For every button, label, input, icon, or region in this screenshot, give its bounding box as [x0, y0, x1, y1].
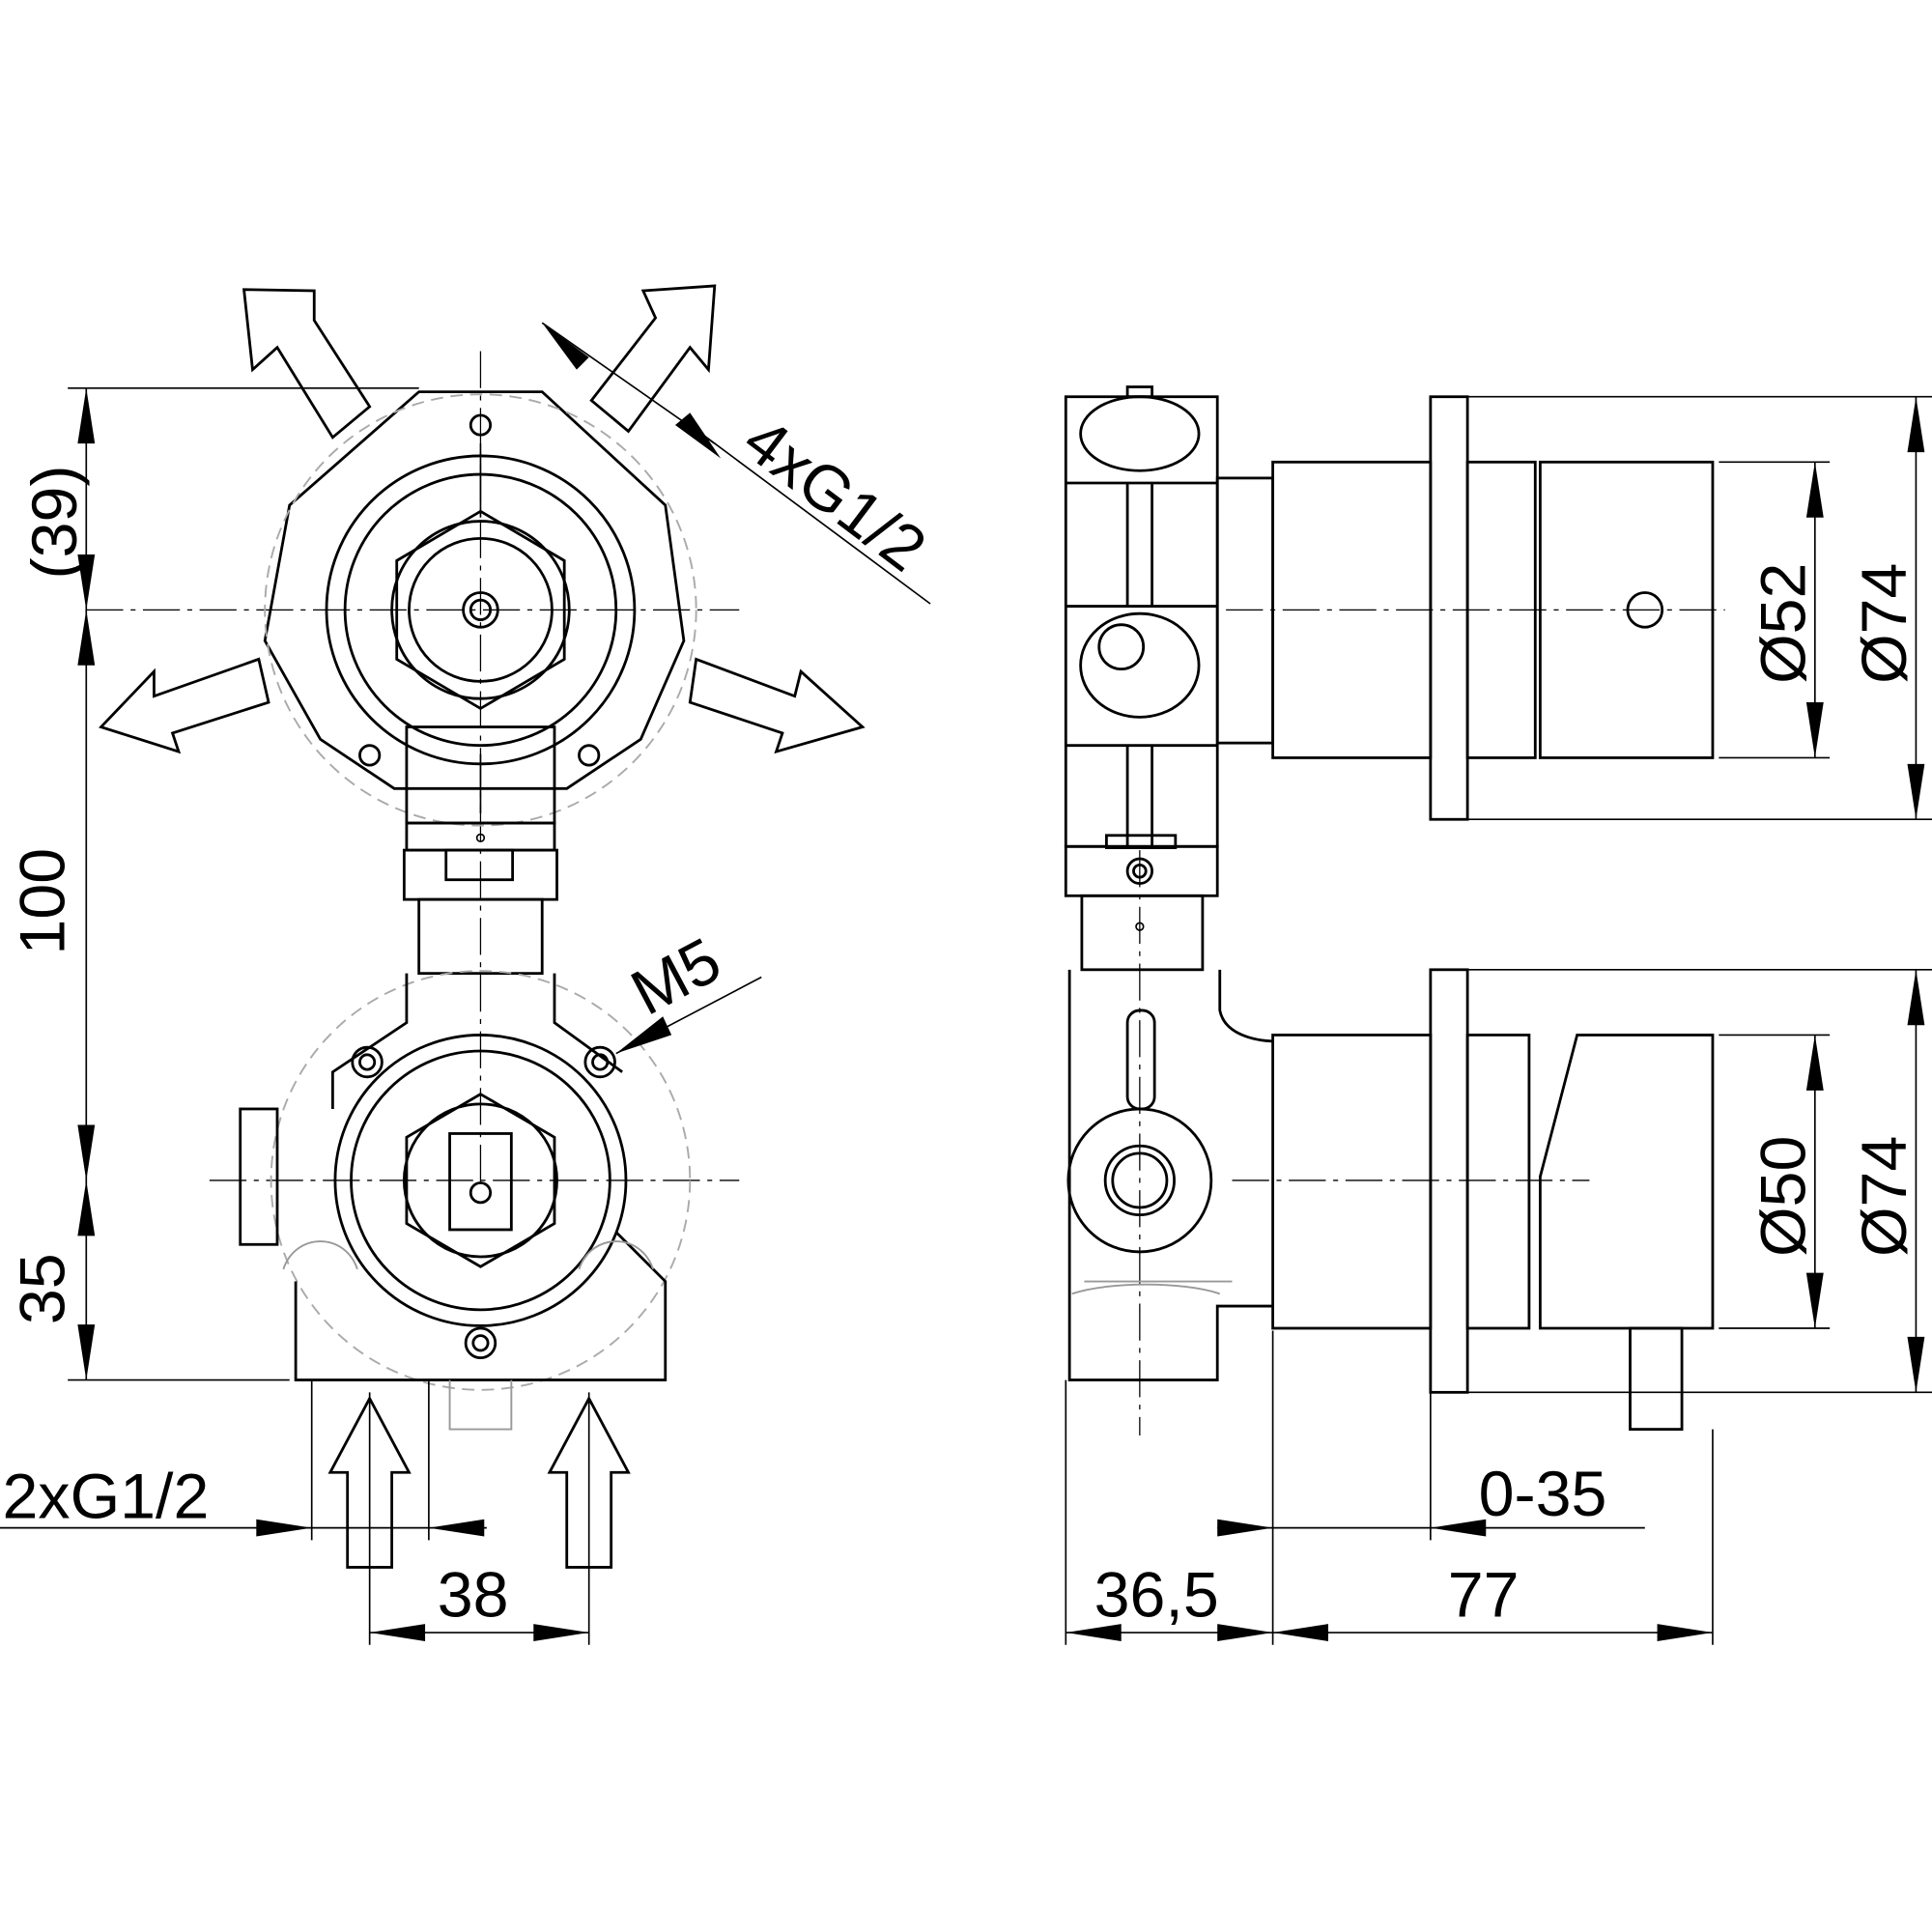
- side-lower-body: [1066, 968, 1715, 1431]
- inlet-spacing-label: 38: [438, 1559, 509, 1631]
- adjust-range-label: 0-35: [1479, 1459, 1607, 1530]
- side-dimensions: [1065, 395, 1932, 1645]
- dim-35-label: 35: [7, 1253, 78, 1324]
- outlet-arrows: [99, 284, 866, 754]
- dim-100-label: 100: [7, 848, 78, 955]
- side-connector: [1064, 834, 1219, 972]
- diameter-74-lower-label: Ø74: [1849, 1136, 1920, 1257]
- diameter-74-upper-label: Ø74: [1849, 563, 1920, 684]
- connecting-tube: [402, 821, 558, 976]
- side-mounting-box: [1064, 385, 1715, 848]
- side-view: Ø52 Ø74 Ø50 Ø74 0-35 36,5 77: [1064, 385, 1932, 1645]
- body-depth-label: 36,5: [1094, 1559, 1219, 1631]
- upper-valve-body: [263, 390, 697, 827]
- inlet-arrows: [327, 1395, 631, 1569]
- front-dimensions: [0, 322, 931, 1645]
- lower-valve-body: [239, 970, 692, 1431]
- front-view: (39) 100 35 4xG1/2 M5 2xG1/2 38: [0, 284, 939, 1645]
- diameter-52-label: Ø52: [1748, 563, 1820, 684]
- total-depth-label: 77: [1448, 1559, 1520, 1631]
- screw-label: M5: [620, 924, 732, 1030]
- diameter-50-label: Ø50: [1748, 1136, 1820, 1257]
- dim-39-label: (39): [19, 466, 91, 580]
- outlet-thread-label: 4xG1/2: [730, 404, 938, 585]
- inlet-thread-label: 2xG1/2: [3, 1461, 210, 1532]
